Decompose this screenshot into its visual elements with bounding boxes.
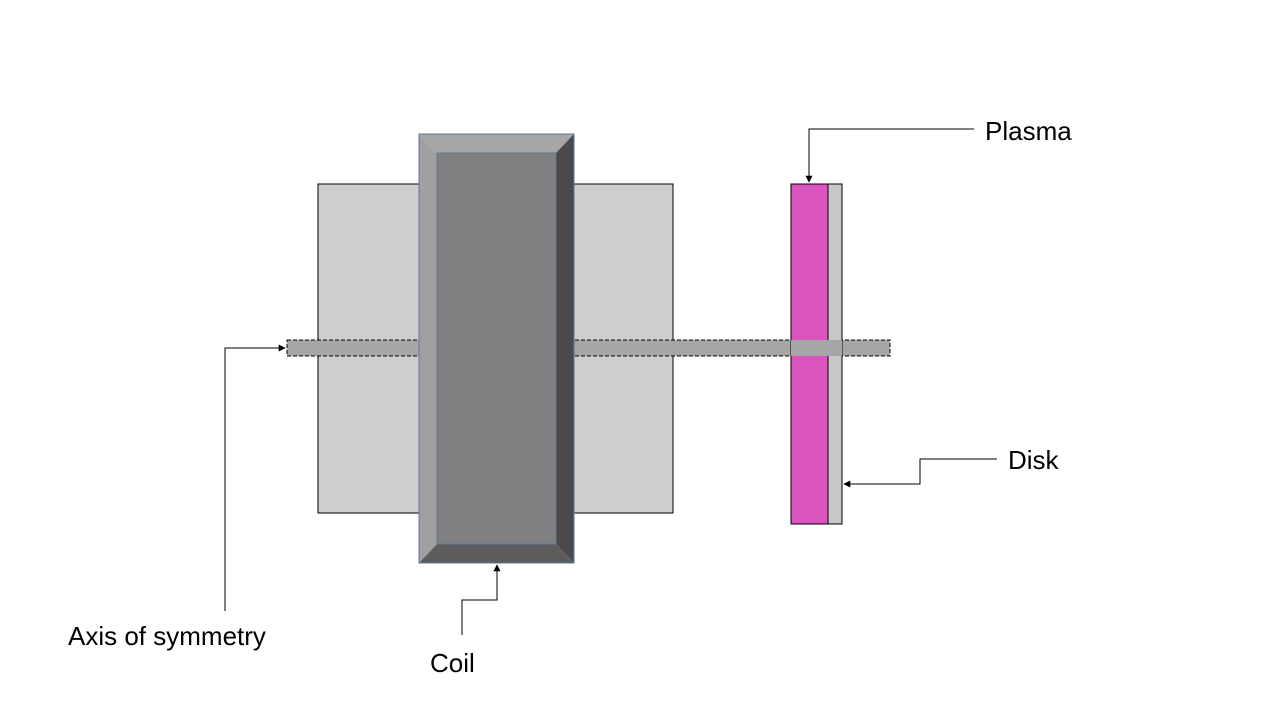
axis-leader-line <box>224 344 286 611</box>
coil-face <box>436 152 557 545</box>
coil-bevel-top <box>419 134 574 153</box>
axis-of-symmetry-label: Axis of symmetry <box>68 621 266 651</box>
coil-leader-line <box>461 564 501 635</box>
coil-outline <box>418 133 575 564</box>
coil <box>418 133 575 564</box>
axis-rod-overlap <box>791 340 842 356</box>
disk-leader-line <box>843 458 997 488</box>
plasma-leader-line <box>805 128 974 183</box>
plasma-label: Plasma <box>985 116 1072 146</box>
coil-bevel-right <box>556 134 574 563</box>
disk-label: Disk <box>1008 445 1060 475</box>
coil-bevel-bottom <box>419 544 574 563</box>
coil-bevel-left <box>419 134 437 563</box>
coil-label: Coil <box>430 648 475 678</box>
